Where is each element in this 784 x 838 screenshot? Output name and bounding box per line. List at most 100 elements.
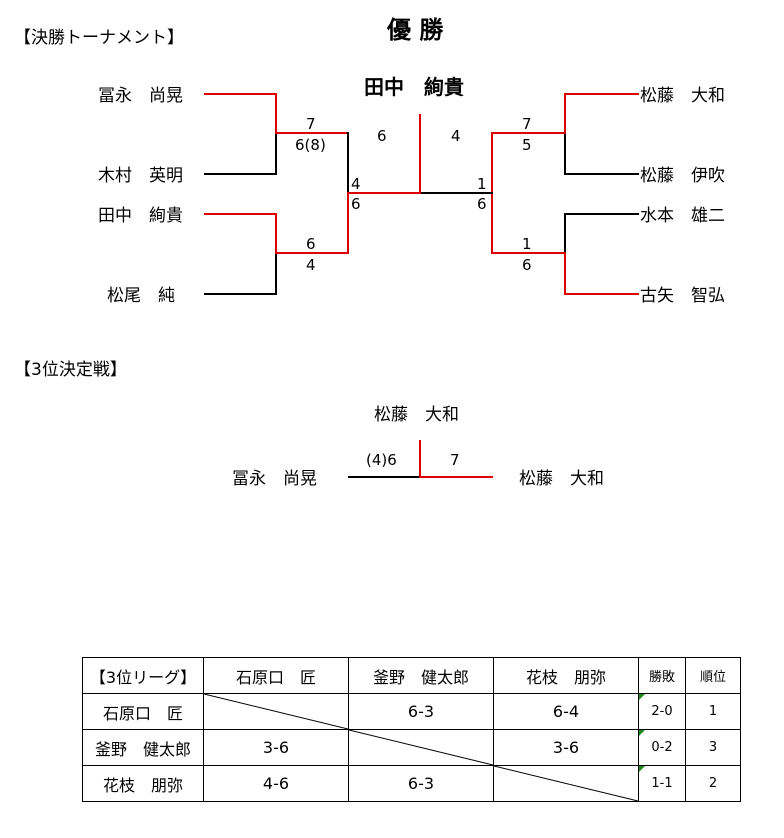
league-cell: 6-3 [348, 765, 494, 802]
bracket-line [204, 293, 276, 295]
score-label: 6 [477, 195, 487, 213]
champion-title: 優 勝 [387, 16, 444, 44]
league-row: 花枝 朋弥 4-6 6-3 1-1 2 [82, 765, 741, 802]
bracket-line [347, 132, 349, 194]
third-place-winner: 松藤 大和 [374, 405, 459, 425]
bracket-line [275, 93, 277, 134]
league-record-value: 0-2 [651, 740, 673, 755]
league-table: 【3位リーグ】 石原口 匠 釜野 健太郎 花枝 朋弥 勝敗 順位 石原口 匠 6… [82, 657, 741, 802]
score-label: 4 [306, 256, 316, 274]
third-place-right-player: 松藤 大和 [519, 469, 604, 489]
bracket-line [275, 253, 277, 295]
bracket-line [564, 213, 566, 254]
league-cell: 6-3 [348, 693, 494, 730]
league-row: 石原口 匠 6-3 6-4 2-0 1 [82, 693, 741, 730]
bracket-line [565, 293, 639, 295]
bracket-line [347, 193, 349, 254]
flag-marker [639, 694, 645, 700]
league-rank: 3 [685, 729, 741, 766]
diagonal-slash [204, 694, 348, 729]
bracket-line [275, 213, 277, 254]
league-header-cell: 【3位リーグ】 [82, 657, 204, 694]
league-cell: 3-6 [493, 729, 639, 766]
bracket-line [275, 132, 348, 134]
bracket-line [419, 114, 421, 194]
league-row-name: 石原口 匠 [82, 693, 204, 730]
bracket-line [275, 252, 348, 254]
player-right-3: 水本 雄二 [640, 206, 725, 226]
league-record: 1-1 [638, 765, 686, 802]
league-cell-self [493, 765, 639, 802]
player-right-4: 古矢 智弘 [640, 286, 725, 306]
league-rank: 2 [685, 765, 741, 802]
score-label: 1 [522, 235, 532, 253]
bracket-line [565, 213, 639, 215]
player-left-1: 冨永 尚晃 [98, 86, 183, 106]
score-label: 6 [522, 256, 532, 274]
bracket-line [275, 133, 277, 175]
diagonal-slash [494, 766, 638, 801]
league-row-name: 釜野 健太郎 [82, 729, 204, 766]
bracket-line [204, 213, 276, 215]
player-left-4: 松尾 純 [107, 286, 175, 306]
league-record: 0-2 [638, 729, 686, 766]
third-place-left-player: 冨永 尚晃 [232, 469, 317, 489]
champion-name: 田中 絢貴 [364, 75, 464, 99]
score-label: 1 [477, 175, 487, 193]
league-record: 2-0 [638, 693, 686, 730]
final-score-right: 4 [451, 127, 461, 145]
bracket-line [565, 93, 639, 95]
third-place-left-score: (4)6 [366, 451, 397, 469]
league-row: 釜野 健太郎 3-6 3-6 0-2 3 [82, 729, 741, 766]
league-header-cell: 花枝 朋弥 [493, 657, 639, 694]
score-label: 6 [306, 235, 316, 253]
bracket-line [348, 476, 420, 478]
bracket-line [564, 253, 566, 295]
bracket-line [564, 133, 566, 175]
score-label: 4 [351, 175, 361, 193]
player-right-1: 松藤 大和 [640, 86, 725, 106]
league-row-name: 花枝 朋弥 [82, 765, 204, 802]
player-left-2: 木村 英明 [98, 166, 183, 186]
diagonal-slash [349, 730, 493, 765]
league-cell: 3-6 [203, 729, 349, 766]
player-right-2: 松藤 伊吹 [640, 166, 725, 186]
bracket-line [420, 476, 493, 478]
score-label: 6 [351, 195, 361, 213]
flag-marker [639, 766, 645, 772]
bracket-line [204, 93, 276, 95]
final-score-left: 6 [377, 127, 387, 145]
player-left-3: 田中 絢貴 [98, 206, 183, 226]
bracket-line [492, 252, 566, 254]
bracket-line [492, 132, 566, 134]
third-place-right-score: 7 [450, 451, 460, 469]
league-rank: 1 [685, 693, 741, 730]
league-cell: 6-4 [493, 693, 639, 730]
league-cell: 4-6 [203, 765, 349, 802]
score-label: 6(8) [295, 136, 326, 154]
league-cell-self [348, 729, 494, 766]
league-record-value: 2-0 [651, 704, 673, 719]
league-header-cell: 順位 [685, 657, 741, 694]
league-header-cell: 勝敗 [638, 657, 686, 694]
third-place-heading: 【3位決定戦】 [14, 360, 127, 380]
bracket-line [491, 132, 493, 194]
score-label: 7 [522, 115, 532, 133]
league-header-cell: 石原口 匠 [203, 657, 349, 694]
bracket-line [204, 173, 276, 175]
league-record-value: 1-1 [651, 776, 673, 791]
league-header-row: 【3位リーグ】 石原口 匠 釜野 健太郎 花枝 朋弥 勝敗 順位 [82, 657, 741, 694]
bracket-line [347, 192, 421, 194]
bracket-line [565, 173, 639, 175]
bracket-line [491, 193, 493, 254]
score-label: 7 [306, 115, 316, 133]
tournament-heading: 【決勝トーナメント】 [14, 28, 184, 48]
league-header-cell: 釜野 健太郎 [348, 657, 494, 694]
league-cell-self [203, 693, 349, 730]
score-label: 5 [522, 136, 532, 154]
flag-marker [639, 730, 645, 736]
bracket-line [564, 93, 566, 134]
bracket-line [419, 440, 421, 478]
bracket-line [420, 192, 493, 194]
